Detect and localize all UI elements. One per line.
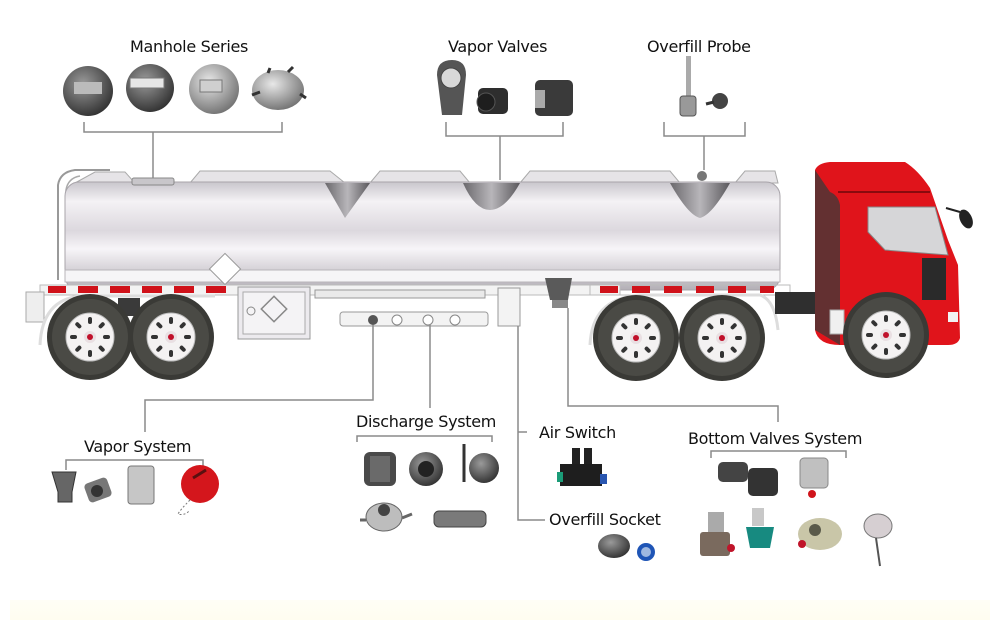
trailer-wheel-rear-1 [46,293,134,381]
label-vapor-valves: Vapor Valves [448,37,548,56]
cab-front-wheel [842,291,930,379]
overfill-socket-parts [598,534,655,561]
label-bottom-valves-system: Bottom Valves System [688,429,863,448]
leader-lines [65,122,847,521]
vapor-valves-parts [437,60,573,116]
air-switch-parts [557,448,607,486]
tractor-cab [815,162,973,345]
bottom-valves-system-parts [700,457,893,567]
trailer-wheel-rear-2 [127,293,215,381]
label-discharge-system: Discharge System [356,412,497,431]
discharge-system-parts [360,444,499,532]
trailer-wheel-front-1 [592,294,680,382]
footer-band [10,600,990,620]
label-overfill-socket: Overfill Socket [549,510,661,529]
label-manhole-series: Manhole Series [130,37,249,56]
label-overfill-probe: Overfill Probe [647,37,751,56]
vapor-system-parts [51,465,219,515]
trailer-wheel-front-2 [678,294,766,382]
label-air-switch: Air Switch [539,423,616,442]
overfill-probe-parts [679,56,728,117]
label-vapor-system: Vapor System [84,437,192,456]
manhole-series-parts [63,64,307,116]
tank-trailer [25,169,815,346]
